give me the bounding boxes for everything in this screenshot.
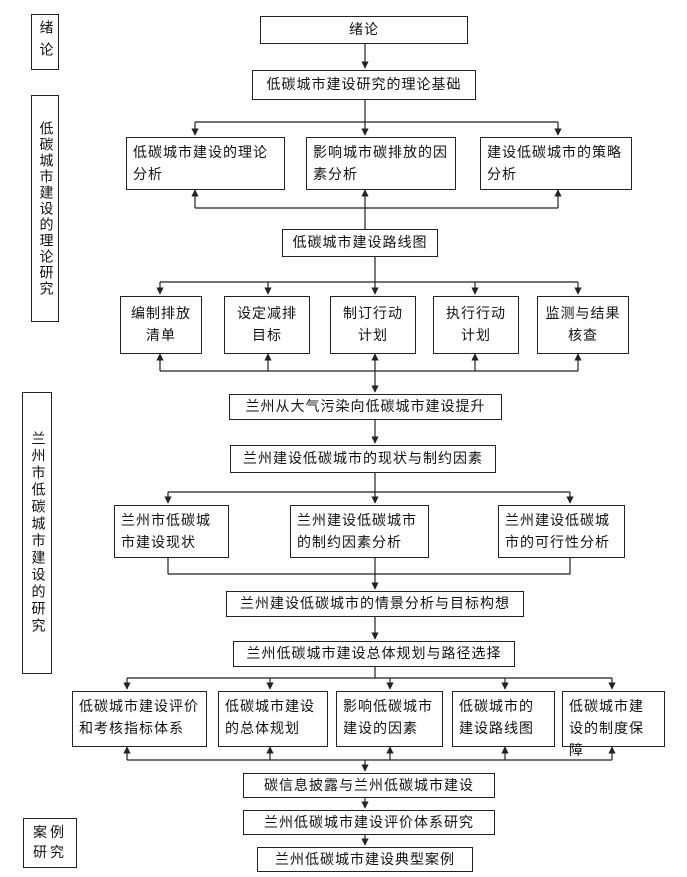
box-lz-status: 兰州市低碳城市建设现状 [114, 505, 229, 558]
box-intro: 绪论 [260, 16, 468, 44]
box-factor-analysis: 影响城市碳排放的因素分析 [306, 137, 456, 190]
box-lz-constraints: 兰州建设低碳城市的制约因素分析 [290, 505, 429, 558]
side-label-intro: 绪论 [31, 14, 59, 70]
box-strategy-analysis: 建设低碳城市的策略分析 [480, 137, 632, 190]
box-lz-feasibility: 兰州建设低碳城市的可行性分析 [498, 505, 625, 558]
box-eval-research: 兰州低碳城市建设评价体系研究 [243, 810, 495, 835]
box-typical-case: 兰州低碳城市建设典型案例 [257, 847, 473, 872]
box-monitor-verify: 监测与结果核查 [537, 296, 629, 354]
side-label-theory: 低碳城市建设的理论研究 [31, 95, 59, 322]
box-scenario: 兰州建设低碳城市的情景分析与目标构想 [226, 591, 524, 617]
box-theory-analysis: 低碳城市建设的理论分析 [126, 137, 285, 190]
side-label-case: 案例研究 [23, 818, 77, 868]
box-institution: 低碳城市建设的制度保障 [562, 691, 665, 759]
box-lanzhou-upgrade: 兰州从大气污染向低碳城市建设提升 [229, 394, 502, 420]
box-route-map: 低碳城市的建设路线图 [452, 691, 555, 747]
box-reduction-target: 设定减排目标 [224, 296, 310, 354]
box-execute-plan: 执行行动计划 [433, 296, 519, 354]
box-theory-basis: 低碳城市建设研究的理论基础 [252, 70, 476, 100]
box-emission-list: 编制排放清单 [120, 296, 202, 354]
box-action-plan: 制订行动计划 [330, 296, 416, 354]
box-planning: 兰州低碳城市建设总体规划与路径选择 [233, 641, 515, 667]
box-roadmap: 低碳城市建设路线图 [282, 229, 438, 257]
box-overall-plan: 低碳城市建设的总体规划 [218, 691, 328, 747]
box-carbon-disclosure: 碳信息披露与兰州低碳城市建设 [243, 773, 495, 798]
box-influence: 影响低碳城市建设的因素 [336, 691, 443, 747]
side-label-lanzhou: 兰州市低碳城市建设的研究 [22, 392, 52, 674]
box-status-constraints: 兰州建设低碳城市的现状与制约因素 [230, 445, 496, 473]
box-eval-system: 低碳城市建设评价和考核指标体系 [72, 691, 207, 747]
